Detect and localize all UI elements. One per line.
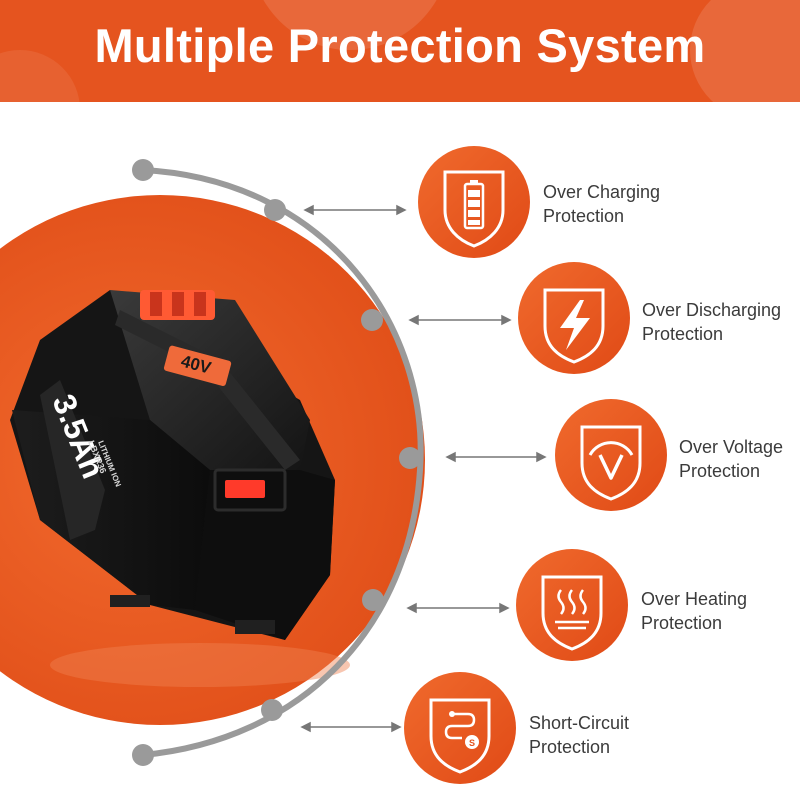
battery-pack: [10, 290, 335, 640]
feature-short-circuit: Short-Circuit Protection: [529, 711, 629, 759]
arc-nodes: [132, 159, 421, 766]
feature-subtitle: Protection: [529, 737, 611, 757]
double-arrow-icon: [406, 602, 510, 614]
feature-title: Short-Circuit: [529, 713, 630, 733]
arc-node: [132, 159, 154, 181]
header-banner: Multiple Protection System: [0, 0, 800, 102]
circuit-shield-icon: S: [404, 672, 516, 784]
header-decor-circle: [690, 0, 800, 102]
feature-title: Over Voltage: [679, 437, 784, 457]
feature-subtitle: Protection: [641, 613, 723, 633]
double-arrow-icon: [303, 204, 407, 216]
feature-title: Over Discharging: [642, 300, 782, 320]
feature-over-heating: Over Heating Protection: [641, 587, 747, 635]
feature-over-voltage: Over Voltage Protection: [679, 435, 783, 483]
battery-reflection: [50, 643, 350, 687]
arc-node: [362, 589, 384, 611]
feature-title: Over Charging: [543, 182, 661, 202]
battery-icon: [418, 146, 530, 258]
feature-subtitle: Protection: [642, 324, 724, 344]
feature-title: Over Heating: [641, 589, 748, 609]
svg-text:S: S: [469, 738, 475, 748]
arc-node: [399, 447, 421, 469]
arc-node: [361, 309, 383, 331]
arc-node: [132, 744, 154, 766]
feature-over-charging: Over Charging Protection: [543, 180, 660, 228]
feature-over-discharging: Over Discharging Protection: [642, 298, 781, 346]
arc-node: [264, 199, 286, 221]
lightning-shield-icon: [518, 262, 630, 374]
double-arrow-icon: [408, 314, 512, 326]
arc-node: [261, 699, 283, 721]
double-arrow-icon: [445, 451, 547, 463]
heat-shield-icon: [516, 549, 628, 661]
page-title: Multiple Protection System: [94, 19, 706, 72]
double-arrow-icon: [300, 721, 402, 733]
feature-subtitle: Protection: [543, 206, 625, 226]
feature-subtitle: Protection: [679, 461, 761, 481]
voltage-shield-icon: [555, 399, 667, 511]
arrows: [300, 204, 547, 733]
